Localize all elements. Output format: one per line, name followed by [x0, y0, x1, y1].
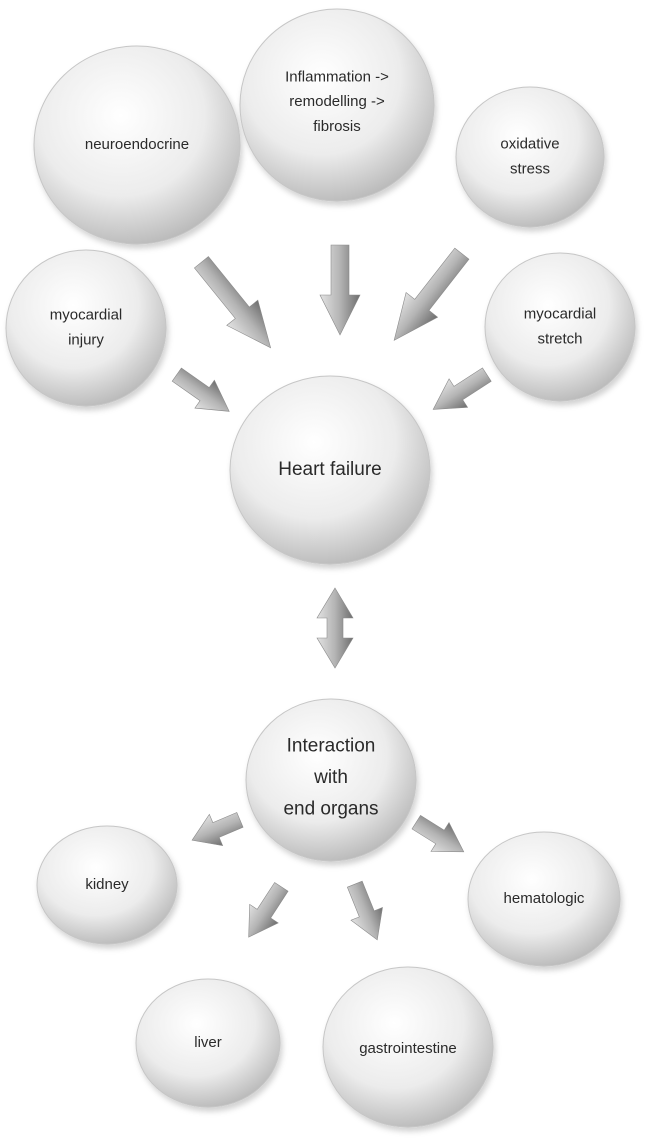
- node-label-line: Interaction: [287, 736, 376, 757]
- node-label-line: myocardial: [50, 307, 123, 324]
- node-label-line: Inflammation ->: [285, 68, 389, 85]
- node-interaction-end-organs: Interaction with end organs: [245, 698, 417, 862]
- node-neuroendocrine-label: neuroendocrine: [85, 136, 189, 153]
- node-label-line: myocardial: [524, 306, 597, 323]
- arrow-oxidative-to-heart: [393, 247, 470, 341]
- arrows-group: [171, 244, 492, 941]
- node-label-line: gastrointestine: [359, 1040, 457, 1057]
- node-label-line: kidney: [85, 876, 129, 893]
- node-inflammation-label: Inflammation -> remodelling -> fibrosis: [285, 68, 389, 135]
- node-label-line: stress: [510, 160, 550, 177]
- node-gastrointestine-label: gastrointestine: [359, 1040, 457, 1057]
- arrow-inflammation-to-heart: [319, 244, 361, 336]
- node-label-line: Heart failure: [278, 459, 382, 480]
- arrow-interaction-to-hematologic: [411, 814, 465, 853]
- arrow-interaction-to-kidney: [191, 812, 244, 847]
- node-label-line: hematologic: [504, 890, 585, 907]
- node-inflammation: Inflammation -> remodelling -> fibrosis: [239, 8, 435, 202]
- node-label-line: injury: [68, 331, 104, 348]
- node-oxidative-stress-label: oxidative stress: [500, 136, 559, 178]
- arrow-stretch-to-heart: [432, 367, 492, 410]
- nodes-group: neuroendocrine Inflammation -> remodellin…: [5, 8, 636, 1128]
- node-myocardial-stretch-label: myocardial stretch: [524, 306, 597, 348]
- node-neuroendocrine: neuroendocrine: [33, 45, 241, 245]
- node-label-line: stretch: [537, 330, 582, 347]
- arrow-interaction-to-liver: [248, 882, 289, 938]
- node-label-line: oxidative: [500, 136, 559, 153]
- node-liver-label: liver: [194, 1034, 222, 1051]
- node-heart-failure-label: Heart failure: [278, 459, 382, 480]
- node-myocardial-injury: myocardial injury: [5, 249, 167, 407]
- arrow-heart-interaction-bidirectional: [316, 587, 354, 669]
- node-label-line: with: [313, 767, 348, 788]
- node-hematologic: hematologic: [467, 831, 621, 967]
- node-kidney-label: kidney: [85, 876, 129, 893]
- node-myocardial-injury-label: myocardial injury: [50, 307, 123, 349]
- node-label-line: fibrosis: [313, 118, 361, 135]
- node-label-line: liver: [194, 1034, 222, 1051]
- node-label-line: neuroendocrine: [85, 136, 189, 153]
- node-heart-failure: Heart failure: [229, 375, 431, 565]
- node-oxidative-stress: oxidative stress: [455, 86, 605, 228]
- arrow-interaction-to-gastrointestine: [346, 880, 383, 941]
- node-myocardial-stretch: myocardial stretch: [484, 252, 636, 402]
- node-hematologic-label: hematologic: [504, 890, 585, 907]
- node-interaction-end-organs-label: Interaction with end organs: [283, 736, 378, 820]
- node-label-line: end organs: [283, 798, 378, 819]
- arrow-injury-to-heart: [171, 367, 230, 412]
- node-label-line: remodelling ->: [289, 93, 385, 110]
- arrow-neuroendocrine-to-heart: [193, 256, 272, 349]
- node-kidney: kidney: [36, 825, 178, 945]
- node-gastrointestine: gastrointestine: [322, 966, 494, 1128]
- node-liver: liver: [135, 978, 281, 1108]
